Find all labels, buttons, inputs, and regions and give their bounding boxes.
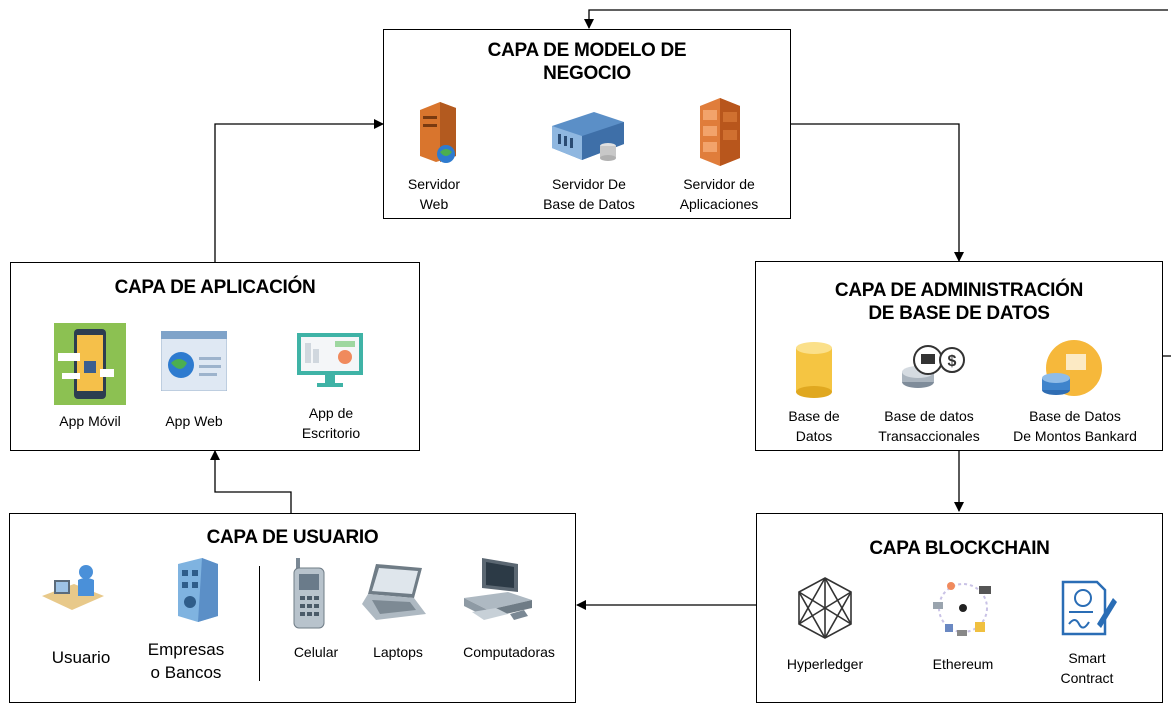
item-label: App Móvil <box>59 413 121 429</box>
building-icon <box>178 558 218 622</box>
layer-title: CAPA DE USUARIO <box>206 527 379 548</box>
computer-icon <box>464 558 532 620</box>
capa-aplicacion: CAPA DE APLICACIÓN App Móvil App Web App… <box>10 262 420 451</box>
item-label: Smart Contract <box>1060 650 1114 686</box>
ethereum-network-icon <box>933 582 991 636</box>
bankard-database-icon <box>1042 340 1102 396</box>
layer-title: CAPA BLOCKCHAIN <box>869 538 1050 559</box>
svg-text:$: $ <box>948 353 957 370</box>
web-app-icon <box>161 331 227 391</box>
item-label: App de Escritorio <box>301 405 361 441</box>
divider <box>259 566 260 681</box>
transactional-database-icon: $ <box>902 345 965 388</box>
item-label: Usuario <box>51 648 111 667</box>
arrow-negocio-to-administracion <box>791 123 964 262</box>
layer-title: CAPA DE MODELO DE NEGOCIO <box>487 40 687 84</box>
item-label: Servidor De Base de Datos <box>543 176 635 212</box>
smart-contract-icon <box>1061 580 1117 636</box>
item-label: Empresas o Bancos <box>147 640 225 682</box>
mobile-app-icon <box>54 323 126 405</box>
arrow-usuario-to-aplicacion <box>210 450 292 513</box>
item-label: Base de Datos <box>788 408 840 444</box>
item-label: App Web <box>165 413 223 429</box>
application-server-icon <box>700 98 740 166</box>
item-label: Servidor Web <box>407 176 461 212</box>
capa-usuario: CAPA DE USUARIO Usuario Empresas o Banco… <box>9 513 576 703</box>
database-cylinder-icon <box>796 342 832 398</box>
item-label: Ethereum <box>932 656 994 672</box>
item-label: Base de datos Transaccionales <box>878 408 980 444</box>
capa-administracion-base-datos: CAPA DE ADMINISTRACIÓN DE BASE DE DATOS … <box>755 261 1163 451</box>
layer-title: CAPA DE ADMINISTRACIÓN DE BASE DE DATOS <box>834 280 1084 324</box>
capa-modelo-negocio: CAPA DE MODELO DE NEGOCIO Servidor Web S… <box>383 29 791 219</box>
item-label: Celular <box>293 644 339 660</box>
database-server-icon <box>552 112 624 161</box>
item-label: Laptops <box>373 644 423 660</box>
hyperledger-icon <box>798 577 852 639</box>
layer-title: CAPA DE APLICACIÓN <box>114 277 316 298</box>
cellphone-icon <box>293 558 325 629</box>
item-label: Base de Datos De Montos Bankard <box>1013 408 1137 444</box>
item-label: Servidor de Aplicaciones <box>679 176 759 212</box>
arrow-top-return <box>584 9 1168 29</box>
arrow-aplicacion-to-negocio <box>214 119 384 262</box>
web-server-icon <box>420 102 456 163</box>
item-label: Computadoras <box>463 644 555 660</box>
laptop-icon <box>362 564 426 620</box>
capa-blockchain: CAPA BLOCKCHAIN Hyperledger Ethereum Sma… <box>756 513 1163 703</box>
desktop-app-icon <box>297 333 363 387</box>
item-label: Hyperledger <box>786 656 864 672</box>
user-workstation-icon <box>42 565 104 610</box>
